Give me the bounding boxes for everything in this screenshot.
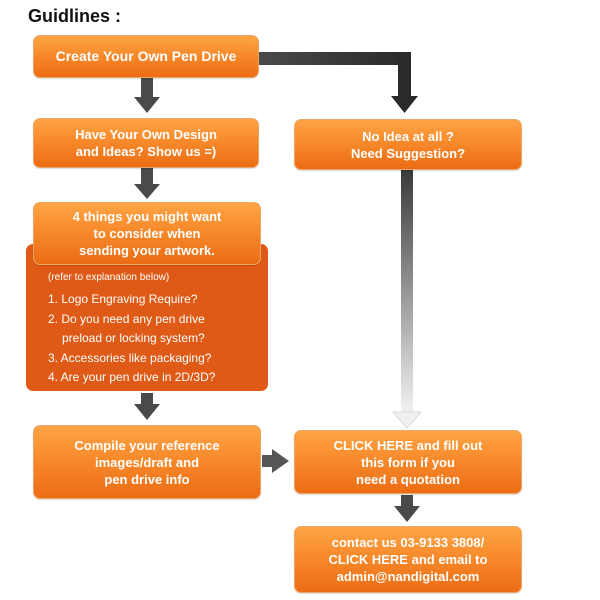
node-no-idea: No Idea at all ? Need Suggestion? (294, 119, 522, 170)
arrow-compile-to-form (262, 449, 289, 473)
arrow-start-to-no-idea (257, 52, 418, 113)
node-line: Need Suggestion? (350, 145, 466, 161)
node-line: CLICK HERE and email to (328, 552, 488, 567)
node-line: Have Your Own Design (75, 127, 217, 142)
node-line: Create Your Own Pen Drive (55, 48, 237, 64)
node-compile-reference: Compile your reference images/draft and … (33, 425, 261, 499)
consideration-item: 4. Are your pen drive in 2D/3D? (48, 370, 216, 384)
node-four-things: 4 things you might want to consider when… (33, 202, 261, 265)
consideration-item: 1. Logo Engraving Require? (48, 292, 198, 306)
node-line: and Ideas? Show us =) (75, 144, 217, 159)
node-line: to consider when (93, 226, 201, 241)
arrow-design-to-consider (134, 167, 160, 199)
arrow-no-idea-to-form (391, 170, 423, 429)
contact-email-link[interactable]: contact us 03-9133 3808/ CLICK HERE and … (294, 526, 522, 593)
arrow-start-to-design (134, 78, 160, 113)
node-line: need a quotation (356, 471, 460, 487)
node-line: CLICK HERE and fill out (333, 437, 483, 453)
node-line: sending your artwork. (79, 243, 215, 258)
arrow-panel-to-compile (134, 393, 160, 420)
click-here-form-link[interactable]: CLICK HERE and fill out this form if you… (294, 430, 522, 494)
considerations-panel: (refer to explanation below) 1. Logo Eng… (26, 244, 268, 391)
node-line: contact us 03-9133 3808/ (331, 535, 485, 550)
node-line: images/draft and (94, 454, 200, 470)
consideration-item: 2. Do you need any pen drive (48, 311, 205, 326)
node-own-design: Have Your Own Design and Ideas? Show us … (33, 118, 259, 168)
node-line: No Idea at all ? (362, 128, 454, 144)
node-line: 4 things you might want (72, 209, 222, 224)
consideration-item: preload or locking system? (62, 331, 205, 345)
node-line: admin@nandigital.com (336, 569, 480, 584)
node-line: pen drive info (104, 471, 190, 487)
node-create-pen-drive: Create Your Own Pen Drive (33, 35, 259, 78)
node-line: this form if you (361, 454, 455, 470)
arrow-form-to-contact (394, 495, 420, 522)
node-line: Compile your reference (74, 437, 220, 453)
page-title: Guidlines : (28, 6, 122, 26)
considerations-note: (refer to explanation below) (48, 272, 170, 283)
consideration-item: 3. Accessories like packaging? (48, 350, 212, 365)
